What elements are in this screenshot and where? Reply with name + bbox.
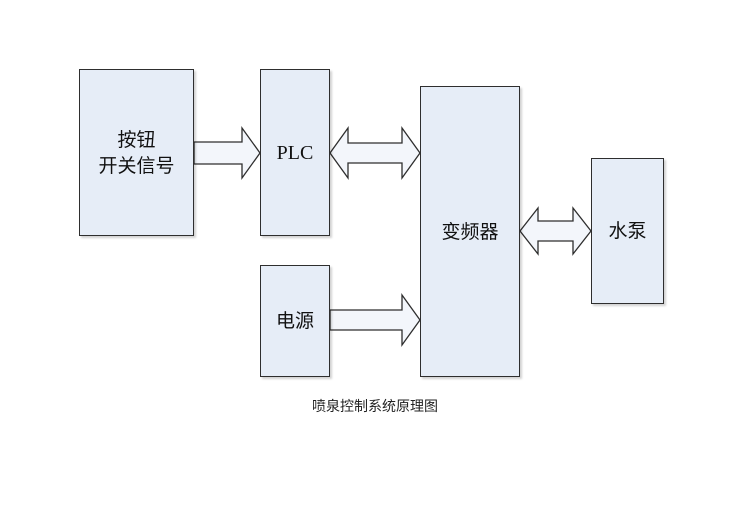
button-signal-label-line2: 开关信号 [98,154,175,177]
vfd-box: 变频器 [420,86,520,377]
pump-box: 水泵 [591,158,664,304]
button-signal-label-line1: 按钮 [117,128,156,151]
vfd-label: 变频器 [441,220,499,243]
plc-label: PLC [276,141,314,164]
arrow-plc-vfd [329,125,421,181]
arrow-power-to-vfd [329,292,421,348]
pump-label: 水泵 [608,220,647,242]
power-box: 电源 [260,265,330,377]
diagram-caption: 喷泉控制系统原理图 [312,399,438,415]
power-label: 电源 [275,310,314,332]
plc-box: PLC [260,69,330,236]
arrow-vfd-pump [519,206,592,256]
arrow-button-to-plc [193,125,261,181]
button-signal-box: 按钮 开关信号 [79,69,194,236]
